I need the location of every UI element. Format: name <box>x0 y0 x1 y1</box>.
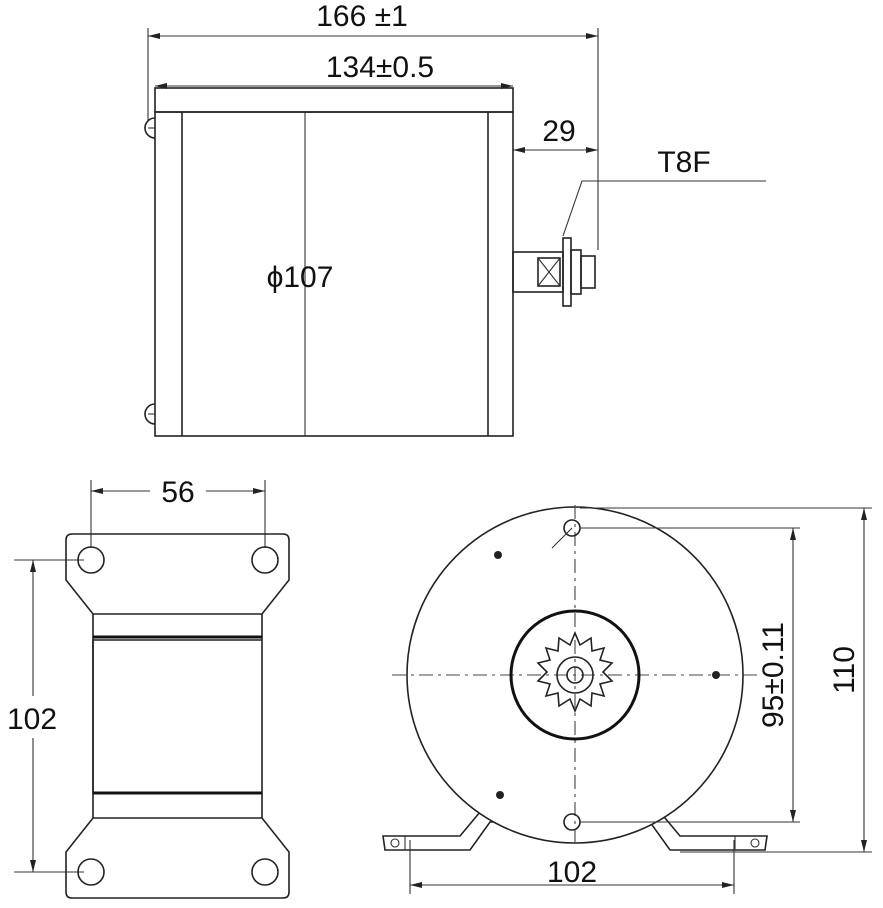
base-width-label: 102 <box>547 856 597 889</box>
front-screws <box>494 519 720 831</box>
front-view: 95±0.11 110 102 <box>382 505 872 894</box>
diameter-label: ϕ107 <box>267 261 334 294</box>
bracket-outline <box>65 533 290 899</box>
bracket-view: 56 102 <box>7 476 290 899</box>
dimension-hole-length: 102 <box>7 559 84 873</box>
dimension-center-height: 95±0.11 <box>580 527 800 823</box>
dimension-base-width: 102 <box>409 840 735 894</box>
shaft-and-sprocket: 29 T8F <box>512 115 766 307</box>
dimension-body-length: 134±0.5 <box>155 51 513 89</box>
sprocket-label: T8F <box>657 146 710 179</box>
dimension-total-height: 110 <box>580 507 872 853</box>
hole-width-label: 56 <box>161 476 194 509</box>
body-length-label: 134±0.5 <box>326 51 434 84</box>
side-view: 166 ±1 134±0.5 ϕ107 <box>144 0 766 437</box>
sprocket-front <box>536 630 614 714</box>
dimension-hole-width: 56 <box>90 476 266 548</box>
shaft-length-label: 29 <box>542 115 575 148</box>
hole-length-label: 102 <box>7 703 57 736</box>
overall-length-label: 166 ±1 <box>316 0 408 33</box>
center-height-label: 95±0.11 <box>757 622 790 728</box>
total-height-label: 110 <box>828 646 861 694</box>
motor-hub <box>509 609 641 741</box>
motor-body-side: ϕ107 <box>144 87 514 437</box>
dimension-overall-length: 166 ±1 <box>147 0 599 250</box>
